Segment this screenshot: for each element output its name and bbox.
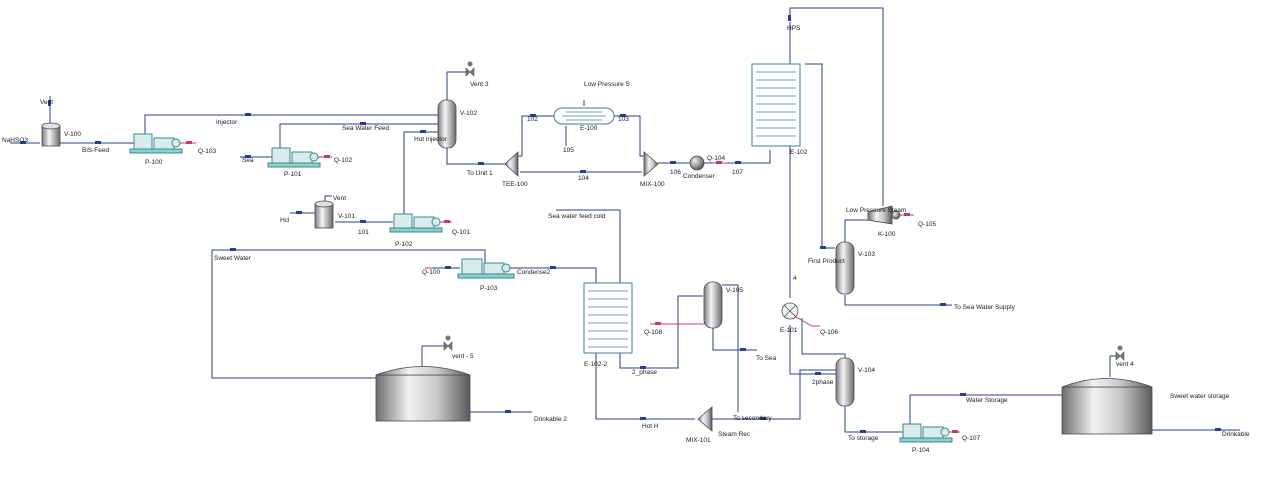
exchanger-e100[interactable] (553, 107, 615, 125)
vent-valve-icon[interactable] (1115, 345, 1125, 361)
mixer-mix101[interactable] (697, 406, 713, 432)
label-hps: HPS (787, 25, 801, 32)
label-vent5: vent - 5 (452, 353, 474, 360)
label-two-phase: 2_phase (632, 369, 657, 376)
label-to-sea-water-supply: To Sea Water Supply (954, 304, 1016, 311)
compressor-k100[interactable] (867, 205, 901, 225)
label-tee100: TEE-100 (502, 181, 528, 188)
label-q102: Q-102 (334, 157, 352, 164)
label-v105: V-105 (726, 287, 743, 294)
stream-arrows (20, 15, 1221, 433)
vessel-v100[interactable] (41, 122, 61, 147)
label-e1022: E-102-2 (584, 361, 608, 368)
label-vent4: vent 4 (1116, 361, 1134, 368)
label-condenser: Condenser (683, 173, 716, 180)
vessel-v105[interactable] (703, 281, 723, 329)
label-low-pressure-steam: Low Pressure Steam (846, 207, 906, 214)
label-sweet-water-storage: Sweet water storage (1170, 393, 1230, 400)
label-p101: P-101 (284, 171, 302, 178)
label-sweet-water: Sweet Water (214, 255, 252, 262)
label-s103: 103 (618, 116, 629, 123)
pump-p104[interactable] (899, 423, 953, 443)
pump-p101[interactable] (267, 147, 321, 168)
vessel-v103[interactable] (835, 241, 855, 295)
diagram-labels: NaHSO3 Vent V-100 BiS-Feed P-100 Q-103 I… (2, 25, 1250, 454)
label-mix101: MIX-101 (686, 437, 711, 444)
label-v101: V-101 (338, 213, 355, 220)
label-sea-water-feed-cold: Sea water feed cold (548, 213, 606, 220)
label-s106: 106 (670, 169, 681, 176)
label-v100: V-100 (64, 131, 81, 138)
process-streams (10, 7, 1240, 433)
label-s105: 105 (563, 147, 574, 154)
label-sea-water-feed: Sea Water Feed (342, 125, 389, 132)
label-p100: P-100 (145, 159, 163, 166)
label-injector: Injector (216, 119, 238, 126)
label-p103: P-103 (480, 285, 498, 292)
vessel-v101[interactable] (314, 200, 334, 229)
label-v103: V-103 (858, 251, 875, 258)
label-q104: Q-104 (707, 155, 725, 162)
vessel-v102[interactable] (437, 99, 457, 149)
label-s102: 102 (527, 116, 538, 123)
label-s104: 104 (578, 175, 589, 182)
label-q107: Q-107 (962, 435, 980, 442)
label-s101: 101 (358, 229, 369, 236)
label-vent-top: Vent (40, 99, 53, 106)
pump-p102[interactable] (389, 213, 443, 233)
label-e102: E-102 (790, 149, 808, 156)
label-twophase: 2phase (812, 379, 834, 386)
exchanger-e102[interactable] (751, 63, 801, 147)
label-condense2: Condense2 (517, 269, 551, 276)
label-first-product: First Product (808, 258, 845, 265)
vessel-v104[interactable] (835, 357, 855, 407)
label-k100: K-100 (878, 231, 896, 238)
label-bis-feed: BiS-Feed (82, 147, 109, 154)
label-q100: Q-100 (422, 269, 440, 276)
label-nahsco3: NaHSO3 (2, 137, 28, 144)
label-steam-rec: Steam Rec (718, 431, 751, 438)
label-q106: Q-106 (820, 329, 838, 336)
exchanger-e1022[interactable] (583, 282, 633, 354)
label-s107: 107 (732, 169, 743, 176)
label-p102: P-102 (395, 241, 413, 248)
label-hot-h: Hot H (642, 423, 659, 430)
label-vent-v101: Vent (333, 195, 346, 202)
label-drinkable2: Drinkable 2 (534, 416, 567, 423)
label-q103: Q-103 (198, 148, 216, 155)
label-p104: P-104 (912, 447, 930, 454)
pump-p103[interactable] (457, 258, 515, 279)
label-to-sea: To Sea (756, 355, 777, 362)
vent-valve-icon[interactable] (465, 61, 475, 77)
label-q101: Q-101 (452, 229, 470, 236)
label-v104: V-104 (858, 367, 875, 374)
storage-tank-1[interactable] (375, 366, 471, 422)
label-vent3: Vent 3 (470, 81, 489, 88)
label-to-secondary: To secondary (733, 415, 772, 422)
exchanger-e101[interactable] (781, 302, 799, 320)
label-mix100: MIX-100 (640, 181, 665, 188)
vent-valve-icon[interactable] (443, 335, 453, 351)
label-hot-injector: Hot injector (414, 136, 448, 143)
mixer-mix100[interactable] (643, 151, 659, 177)
label-drinkable: Drinkable (1222, 431, 1250, 438)
storage-tank-2[interactable] (1061, 378, 1153, 435)
tee-100[interactable] (504, 151, 519, 177)
label-e101: E-101 (780, 327, 798, 334)
label-e100: E-100 (580, 125, 598, 132)
label-v102: V-102 (460, 110, 477, 117)
label-water-storage: Water Storage (966, 397, 1008, 404)
condenser-cooler[interactable] (689, 155, 705, 171)
pump-p100[interactable] (129, 133, 183, 154)
label-q108: Q-108 (644, 329, 662, 336)
label-q105: Q-105 (918, 221, 936, 228)
label-s4: 4 (793, 275, 797, 282)
label-sea: Sea (242, 157, 254, 164)
label-hcl: Hcl (280, 217, 290, 224)
label-to-unit1: To Unit 1 (467, 170, 493, 177)
label-low-pressure-s: Low Pressure S (584, 81, 631, 88)
label-to-storage: To storage (848, 435, 879, 442)
